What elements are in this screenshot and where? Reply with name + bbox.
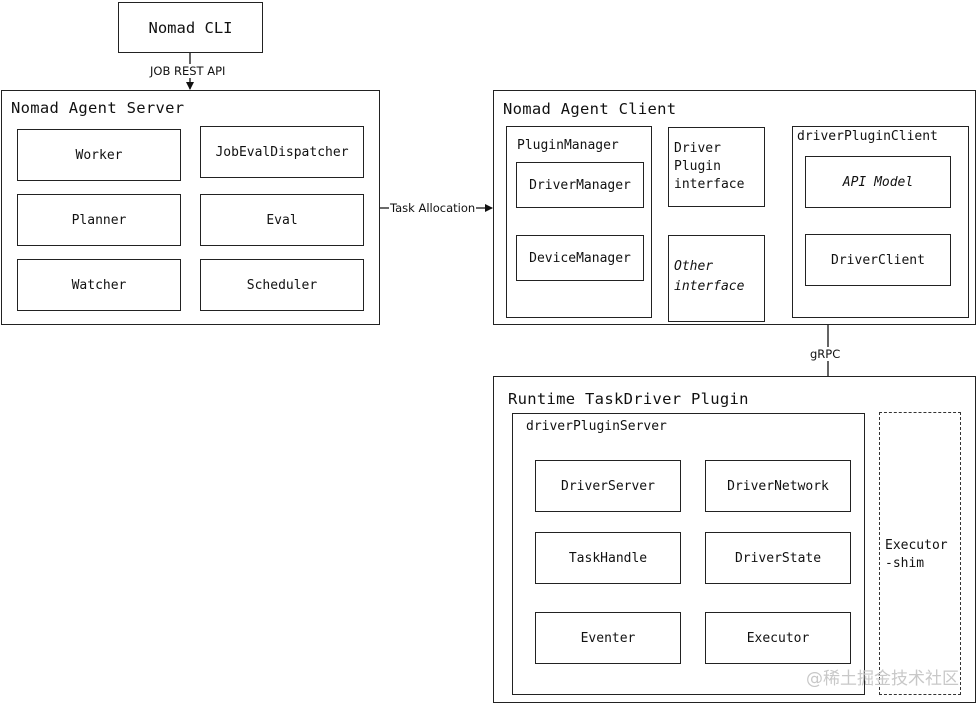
driver-network-box: DriverNetwork — [705, 460, 851, 512]
task-handle-box: TaskHandle — [535, 532, 681, 584]
driver-manager-box: DriverManager — [516, 162, 644, 208]
driver-server-box: DriverServer — [535, 460, 681, 512]
scheduler-box: Scheduler — [200, 259, 364, 311]
watcher-box: Watcher — [17, 259, 181, 311]
plugin-manager-box: PluginManager DriverManager DeviceManage… — [506, 126, 652, 318]
api-model-box: API Model — [805, 156, 951, 208]
driver-plugin-client-title: driverPluginClient — [797, 129, 938, 144]
executor-label: Executor — [746, 630, 810, 646]
driver-plugin-interface-line-2: Plugin — [674, 159, 721, 174]
planner-label: Planner — [71, 212, 127, 228]
driver-plugin-client-box: driverPluginClient API Model DriverClien… — [792, 126, 969, 318]
runtime-title: Runtime TaskDriver Plugin — [508, 390, 749, 408]
job-eval-dispatcher-box: JobEvalDispatcher — [200, 126, 364, 178]
worker-label: Worker — [75, 147, 123, 163]
executor-shim-line-2: -shim — [885, 556, 925, 571]
task-allocation-label: Task Allocation — [389, 201, 477, 215]
watcher-label: Watcher — [71, 277, 127, 293]
other-interface-line-1: Other — [674, 259, 714, 274]
nomad-cli-label: Nomad CLI — [148, 18, 233, 37]
nomad-agent-client-box: Nomad Agent Client PluginManager DriverM… — [493, 90, 976, 325]
job-eval-dispatcher-label: JobEvalDispatcher — [215, 144, 349, 160]
runtime-taskdriver-plugin-box: Runtime TaskDriver Plugin driverPluginSe… — [493, 376, 976, 703]
task-handle-label: TaskHandle — [568, 550, 648, 566]
grpc-label: gRPC — [809, 347, 842, 361]
planner-box: Planner — [17, 194, 181, 246]
worker-box: Worker — [17, 129, 181, 181]
driver-state-label: DriverState — [734, 550, 822, 566]
eventer-box: Eventer — [535, 612, 681, 664]
driver-plugin-interface-box: Driver Plugin interface — [668, 127, 765, 207]
driver-plugin-server-box: driverPluginServer DriverServer DriverNe… — [512, 413, 865, 695]
driver-state-box: DriverState — [705, 532, 851, 584]
executor-box: Executor — [705, 612, 851, 664]
driver-plugin-server-title: driverPluginServer — [526, 419, 667, 434]
eval-box: Eval — [200, 194, 364, 246]
driver-network-label: DriverNetwork — [727, 478, 829, 494]
job-rest-api-label: JOB REST API — [149, 64, 227, 78]
device-manager-label: DeviceManager — [529, 250, 631, 266]
plugin-manager-title: PluginManager — [517, 138, 619, 153]
other-interface-box: Other interface — [668, 235, 765, 322]
executor-shim-line-1: Executor — [885, 538, 948, 553]
driver-client-box: DriverClient — [805, 234, 951, 286]
api-model-label: API Model — [842, 174, 914, 190]
eventer-label: Eventer — [580, 630, 636, 646]
executor-shim-text: Executor -shim — [885, 537, 948, 573]
driver-client-label: DriverClient — [831, 252, 925, 268]
watermark: @稀土掘金技术社区 — [806, 669, 959, 689]
eval-label: Eval — [266, 212, 298, 228]
scheduler-label: Scheduler — [246, 277, 318, 293]
nomad-cli-box: Nomad CLI — [118, 2, 263, 53]
driver-manager-label: DriverManager — [529, 177, 631, 193]
driver-plugin-interface-line-3: interface — [674, 177, 745, 192]
device-manager-box: DeviceManager — [516, 235, 644, 281]
nomad-agent-server-box: Nomad Agent Server Worker JobEvalDispatc… — [1, 90, 380, 325]
driver-plugin-interface-line-1: Driver — [674, 141, 721, 156]
executor-shim-box: Executor -shim — [879, 412, 961, 695]
driver-server-label: DriverServer — [561, 478, 655, 494]
other-interface-line-2: interface — [674, 279, 745, 294]
server-title: Nomad Agent Server — [11, 99, 185, 117]
client-title: Nomad Agent Client — [503, 100, 677, 118]
